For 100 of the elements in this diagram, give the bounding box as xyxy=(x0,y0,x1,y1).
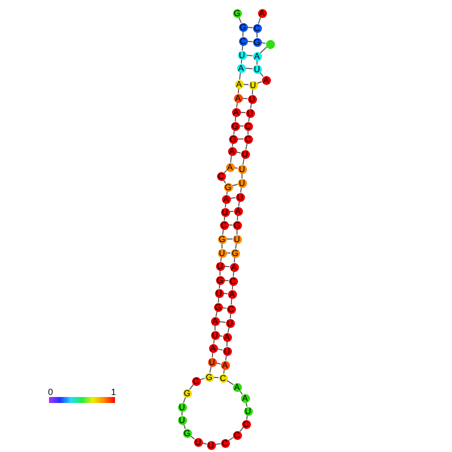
nucleotide-circle: G xyxy=(214,302,222,312)
nucleotide-circle: U xyxy=(216,262,224,270)
nucleotide-circle: A xyxy=(222,332,232,342)
nucleotide-circle: C xyxy=(220,220,228,230)
nucleotide-circle: C xyxy=(244,122,252,130)
nucleotide-circle: A xyxy=(232,108,240,116)
connector-line xyxy=(258,16,262,24)
connector-line xyxy=(234,116,236,122)
nucleotide-circle: U xyxy=(178,416,186,424)
nucleotide-circle: C xyxy=(226,304,236,314)
nucleotide-circle: A xyxy=(234,94,242,102)
nucleotide-circle: A xyxy=(234,80,244,88)
nucleotide-circle: C xyxy=(220,438,230,448)
nucleotide-circle: A xyxy=(252,52,262,60)
nucleotide-circle: U xyxy=(226,318,234,328)
nucleotide-circle: C xyxy=(238,36,248,46)
connector-line xyxy=(242,31,244,37)
nucleotide-circle: A xyxy=(240,394,250,402)
nucleotide-circle: G xyxy=(238,22,248,32)
connector-line xyxy=(189,384,194,390)
connector-line xyxy=(224,266,230,268)
nucleotide-circle: U xyxy=(252,64,262,74)
nucleotide-circle: A xyxy=(258,8,266,18)
nucleotide-circle: G xyxy=(224,182,232,192)
connector-line xyxy=(214,325,216,331)
nucleotide-circle: C xyxy=(216,172,226,180)
nucleotide-circle: U xyxy=(194,438,202,446)
connector-line xyxy=(236,215,238,221)
scale-label: 1 xyxy=(111,388,116,397)
connector-line xyxy=(237,138,244,140)
connector-line xyxy=(183,396,186,404)
connector-line xyxy=(236,229,238,235)
nucleotide-circle: U xyxy=(218,248,226,258)
connector-line xyxy=(238,88,240,94)
nucleotide-circle: U xyxy=(210,330,220,340)
nucleotide-circle: A xyxy=(234,206,242,216)
connector-line xyxy=(228,437,234,441)
nucleotide-circle: G xyxy=(230,248,240,258)
connector-line xyxy=(246,54,253,56)
connector-line xyxy=(200,378,206,380)
connector-line xyxy=(212,352,214,358)
connector-line xyxy=(240,112,246,114)
connector-line xyxy=(243,84,249,86)
connector-line xyxy=(245,68,253,70)
connector-line xyxy=(247,26,253,28)
connector-line xyxy=(252,89,254,95)
nucleotide-circle: A xyxy=(236,64,246,72)
nucleotide-circle: U xyxy=(238,164,246,174)
nucleotide-circle: U xyxy=(206,440,216,450)
connector-line xyxy=(230,298,232,305)
connector-line xyxy=(232,271,234,277)
connector-line xyxy=(242,98,248,100)
nucleotide-circle: A xyxy=(208,344,218,352)
nucleotide-circle: C xyxy=(252,24,262,32)
nucleotide-circle: A xyxy=(262,76,270,84)
nucleotide-circle: G xyxy=(228,134,238,144)
nucleotide-circle: G xyxy=(182,388,192,398)
connector-line xyxy=(230,154,232,164)
nucleotide-circle: U xyxy=(220,208,230,216)
nucleotide-circle: U xyxy=(246,108,254,118)
nucleotide-circle: A xyxy=(230,262,238,272)
nucleotide-circle: A xyxy=(220,360,230,370)
nucleotide-circle: C xyxy=(242,420,250,428)
nucleotide-circle: U xyxy=(232,234,242,244)
connector-line xyxy=(247,40,253,42)
nucleotide-circle: C xyxy=(192,376,200,386)
nucleotide-circle: A xyxy=(228,290,236,298)
nucleotide-circle: C xyxy=(232,430,242,440)
connector-line xyxy=(218,297,220,303)
nucleotide-circle: G xyxy=(182,428,192,438)
connector-line xyxy=(242,45,244,51)
nucleotide-circle: G xyxy=(232,220,242,230)
nucleotide-circle: G xyxy=(230,122,240,130)
nucleotide-circle: A xyxy=(228,146,236,156)
nucleotide-circle: U xyxy=(244,406,252,416)
connector-line xyxy=(260,46,268,54)
nucleotide-circle: A xyxy=(232,382,242,392)
nucleotide-circle: U xyxy=(248,80,258,90)
connector-line xyxy=(256,32,258,38)
nucleotide-circle: U xyxy=(238,50,246,60)
nucleotide-circle: C xyxy=(244,134,252,144)
connector-line xyxy=(256,81,262,84)
nucleotide-circle: C xyxy=(218,374,228,382)
nucleotide-circle: U xyxy=(240,150,250,158)
nucleotide-circle: U xyxy=(222,346,232,356)
connector-line xyxy=(213,376,219,378)
nucleotide-circle: G xyxy=(204,372,214,382)
nucleotide-circle: A xyxy=(222,194,230,204)
nucleotide-circle: U xyxy=(208,358,216,366)
nucleotide-circle: G xyxy=(232,8,242,18)
connector-line xyxy=(224,170,228,174)
connector-line xyxy=(226,341,228,347)
connector-line xyxy=(227,326,230,334)
scale-label: 0 xyxy=(48,388,54,397)
nucleotide-circle: G xyxy=(216,276,224,284)
connector-line xyxy=(234,257,236,263)
nucleotide-circle: C xyxy=(228,276,238,286)
nucleotide-circle: U xyxy=(248,94,256,104)
nucleotide-circle: G xyxy=(252,38,262,46)
nucleotide-circle: U xyxy=(238,178,246,188)
